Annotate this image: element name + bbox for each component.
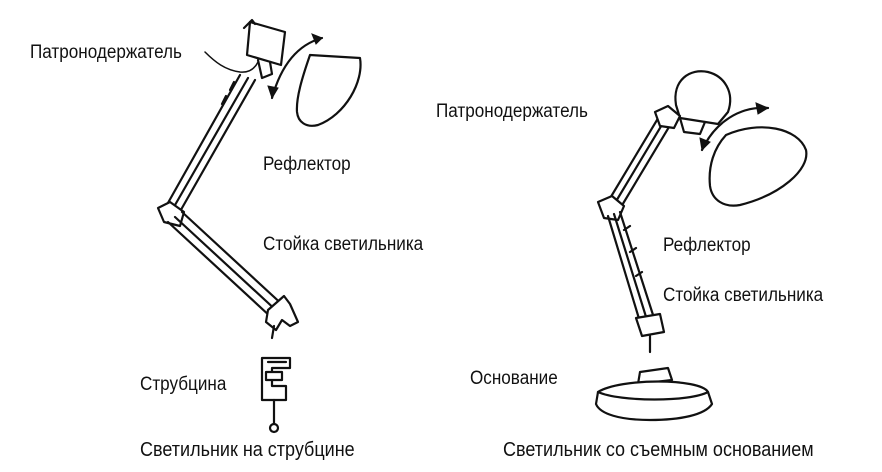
right-base-label: Основание xyxy=(470,368,558,389)
right-stand-joint xyxy=(634,312,666,338)
right-lamp-holder xyxy=(674,70,732,126)
left-power-cord xyxy=(204,51,259,73)
left-lamp-holder xyxy=(242,18,287,80)
right-lower-arm xyxy=(606,210,656,324)
right-base-drawing xyxy=(594,366,714,422)
left-upper-arm xyxy=(162,73,257,217)
right-reflector-label: Рефлектор xyxy=(663,235,751,256)
right-elbow-joint xyxy=(596,194,626,222)
left-lamp-drawing xyxy=(156,18,362,434)
right-lamp-drawing xyxy=(594,70,808,422)
right-stand-label: Стойка светильника xyxy=(663,285,824,306)
right-reflector xyxy=(708,126,808,207)
left-stand-joint xyxy=(264,294,300,332)
left-stand-label: Стойка светильника xyxy=(263,234,424,255)
left-lamp-holder-label: Патронодержатель xyxy=(30,42,182,63)
left-lower-arm xyxy=(166,210,288,320)
right-lamp-holder-label: Патронодержатель xyxy=(436,101,588,122)
left-lamp-title: Светильник на струбцине xyxy=(140,439,355,461)
left-reflector-label: Рефлектор xyxy=(263,154,351,175)
left-reflector xyxy=(295,53,362,127)
left-clamp-label: Струбцина xyxy=(140,374,227,395)
right-lamp-title: Светильник со съемным основанием xyxy=(503,439,814,461)
right-upper-arm xyxy=(604,104,682,214)
left-clamp-drawing xyxy=(260,356,292,434)
